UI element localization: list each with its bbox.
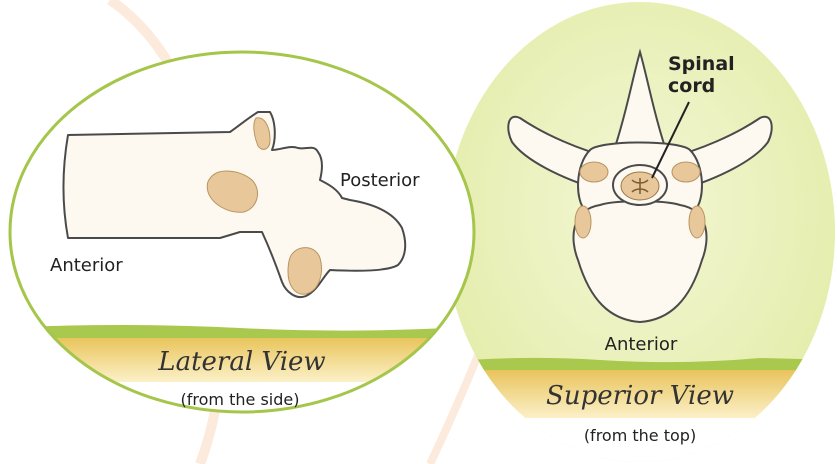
lateral-view-panel: Posterior Anterior Lateral View (from th… xyxy=(0,52,480,422)
superior-view-title: Superior View xyxy=(546,381,734,411)
superior-view-subtitle: (from the top) xyxy=(584,426,696,445)
spinal-cord-label-line1: Spinal xyxy=(668,53,735,75)
lateral-view-title: Lateral View xyxy=(157,347,325,377)
lateral-anterior-label: Anterior xyxy=(50,255,123,276)
lateral-posterior-label: Posterior xyxy=(340,170,420,191)
superior-anterior-label: Anterior xyxy=(605,334,678,355)
lateral-view-subtitle: (from the side) xyxy=(181,390,300,409)
superior-view-panel: Spinal cord Anterior Superior View (from… xyxy=(430,2,837,464)
spinal-cord-label-line2: cord xyxy=(668,75,715,97)
